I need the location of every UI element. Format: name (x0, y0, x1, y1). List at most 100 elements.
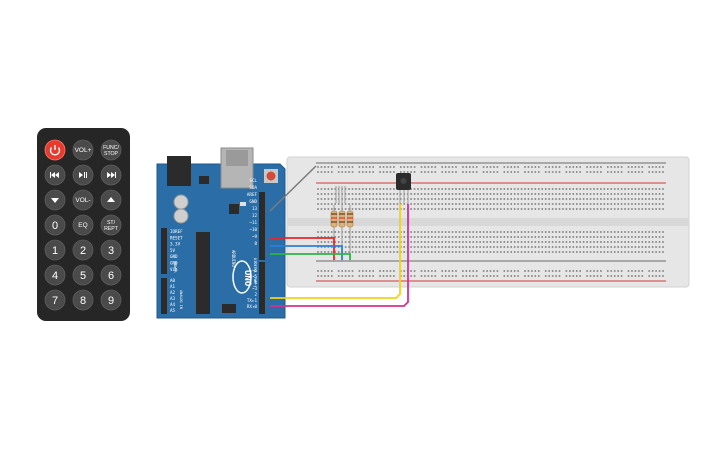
pin-label: RX◂0 (247, 304, 258, 309)
pin-label: ~9 (252, 234, 258, 239)
st-rept-label-2: REPT (104, 226, 119, 232)
pin-label: GND (249, 199, 257, 204)
digit-3-label: 3 (108, 245, 114, 257)
digit-2-button[interactable]: 2 (72, 239, 94, 261)
wire-blue (270, 245, 343, 260)
digit-4-label: 4 (52, 270, 58, 282)
pin-label: 3.3V (170, 242, 181, 247)
pin-labels: SCLSDAAREFGND1312~11~10~987~6~54~32TX▸1R… (170, 178, 257, 313)
pin-label: A3 (170, 296, 176, 301)
digit-5-label: 5 (80, 270, 86, 282)
pin-label: SDA (249, 185, 257, 190)
pin-label: 13 (252, 206, 258, 211)
digit-6-button[interactable]: 6 (100, 264, 122, 286)
play-pause-button[interactable] (72, 164, 94, 186)
digital-header-top (259, 192, 265, 260)
down-button[interactable] (44, 189, 66, 211)
resistor-3[interactable] (346, 205, 354, 262)
wires[interactable] (269, 165, 409, 307)
wire-magenta (270, 204, 409, 307)
down-arrow-icon (51, 198, 59, 203)
usb-connector-inner (226, 150, 248, 166)
digit-4-button[interactable]: 4 (44, 264, 66, 286)
arduino-logo-icon (232, 260, 252, 294)
pin-label: ~3 (252, 286, 258, 291)
wire-green (270, 253, 351, 260)
pin-label: GND (170, 261, 178, 266)
board-brand-label: ARDUINO (231, 250, 236, 267)
digit-9-button[interactable]: 9 (100, 289, 122, 311)
pin-label: ~10 (249, 227, 257, 232)
pin-label: 5V (170, 248, 176, 253)
vol-up-button[interactable]: VOL+ (72, 139, 94, 161)
pin-label: GND (170, 254, 178, 259)
analog-section-label: ANALOG IN (179, 290, 183, 309)
digital-section-label: DIGITAL (PWM~) (253, 258, 257, 288)
func-stop-label: FUNC/ (103, 145, 119, 151)
func-stop-button[interactable]: FUNC/STOP (100, 139, 122, 161)
digit-7-label: 7 (52, 295, 58, 307)
pin-label: RESET (170, 235, 183, 240)
atmega-chip (196, 232, 210, 314)
vol-down-button[interactable]: VOL- (72, 189, 94, 211)
pin-label: A4 (170, 302, 176, 307)
pin-label: 12 (252, 213, 258, 218)
regulator-chip (199, 176, 209, 184)
digital-header-bottom (259, 262, 265, 314)
up-arrow-icon (107, 197, 115, 202)
digit-2-label: 2 (80, 245, 86, 257)
ir-remote[interactable]: VOL+ FUNC/STOP VOL- 0 EQ ST/REPT 1 2 3 4 5 6 7 8 9 (37, 128, 130, 321)
pin-label: 2 (254, 292, 257, 297)
pin-label: SCL (249, 178, 257, 183)
play-pause-icon (79, 172, 87, 178)
arduino-board (156, 163, 286, 319)
rewind-icon (50, 172, 59, 178)
eq-button[interactable]: EQ (72, 214, 94, 236)
remote-button-grid: VOL+ FUNC/STOP VOL- 0 EQ ST/REPT 1 2 3 4 5 6 7 8 9 (44, 139, 122, 311)
digit-1-label: 1 (52, 245, 58, 257)
icsp-header (222, 304, 236, 313)
pin-label: TX▸1 (247, 298, 258, 303)
digit-0-button[interactable]: 0 (44, 214, 66, 236)
analog-header (161, 278, 167, 314)
capacitor-1 (173, 194, 189, 210)
fast-forward-button[interactable] (100, 164, 122, 186)
pin-label: A5 (170, 308, 176, 313)
digit-7-button[interactable]: 7 (44, 289, 66, 311)
digit-0-label: 0 (52, 220, 58, 232)
digit-3-button[interactable]: 3 (100, 239, 122, 261)
wire-yellow (270, 204, 401, 299)
st-rept-button[interactable]: ST/REPT (100, 214, 122, 236)
pin-label: ~11 (249, 220, 257, 225)
digit-9-label: 9 (108, 295, 114, 307)
pin-label: 8 (254, 241, 257, 246)
pin-label: 7 (254, 262, 257, 267)
st-rept-label: ST/ (107, 220, 116, 226)
breadboard[interactable] (286, 156, 690, 288)
pin-label: A1 (170, 284, 176, 289)
ir-receiver[interactable] (396, 173, 411, 204)
pin-label: AREF (247, 192, 258, 197)
breadboard-center-channel (287, 218, 689, 226)
rewind-button[interactable] (44, 164, 66, 186)
func-stop-label-2: STOP (104, 151, 119, 157)
power-button[interactable] (44, 139, 66, 161)
reset-button[interactable] (266, 171, 276, 181)
usb-chip (229, 204, 239, 214)
vol-down-label: VOL- (75, 197, 90, 204)
up-button[interactable] (100, 189, 122, 211)
capacitor-2 (173, 208, 189, 224)
arduino-uno[interactable]: UNO ARDUINO DIGITAL (PWM~) POWER ANALOG … (156, 147, 286, 319)
vol-up-label: VOL+ (75, 147, 92, 154)
pin-label: IOREF (170, 229, 183, 234)
digit-5-button[interactable]: 5 (72, 264, 94, 286)
wire-gray (269, 165, 317, 212)
digit-8-button[interactable]: 8 (72, 289, 94, 311)
digit-8-label: 8 (80, 295, 86, 307)
fast-forward-icon (107, 172, 116, 178)
rgb-led[interactable] (335, 186, 346, 203)
digit-1-button[interactable]: 1 (44, 239, 66, 261)
pin-label: ~5 (252, 274, 258, 279)
board-model-label: UNO (242, 270, 252, 287)
